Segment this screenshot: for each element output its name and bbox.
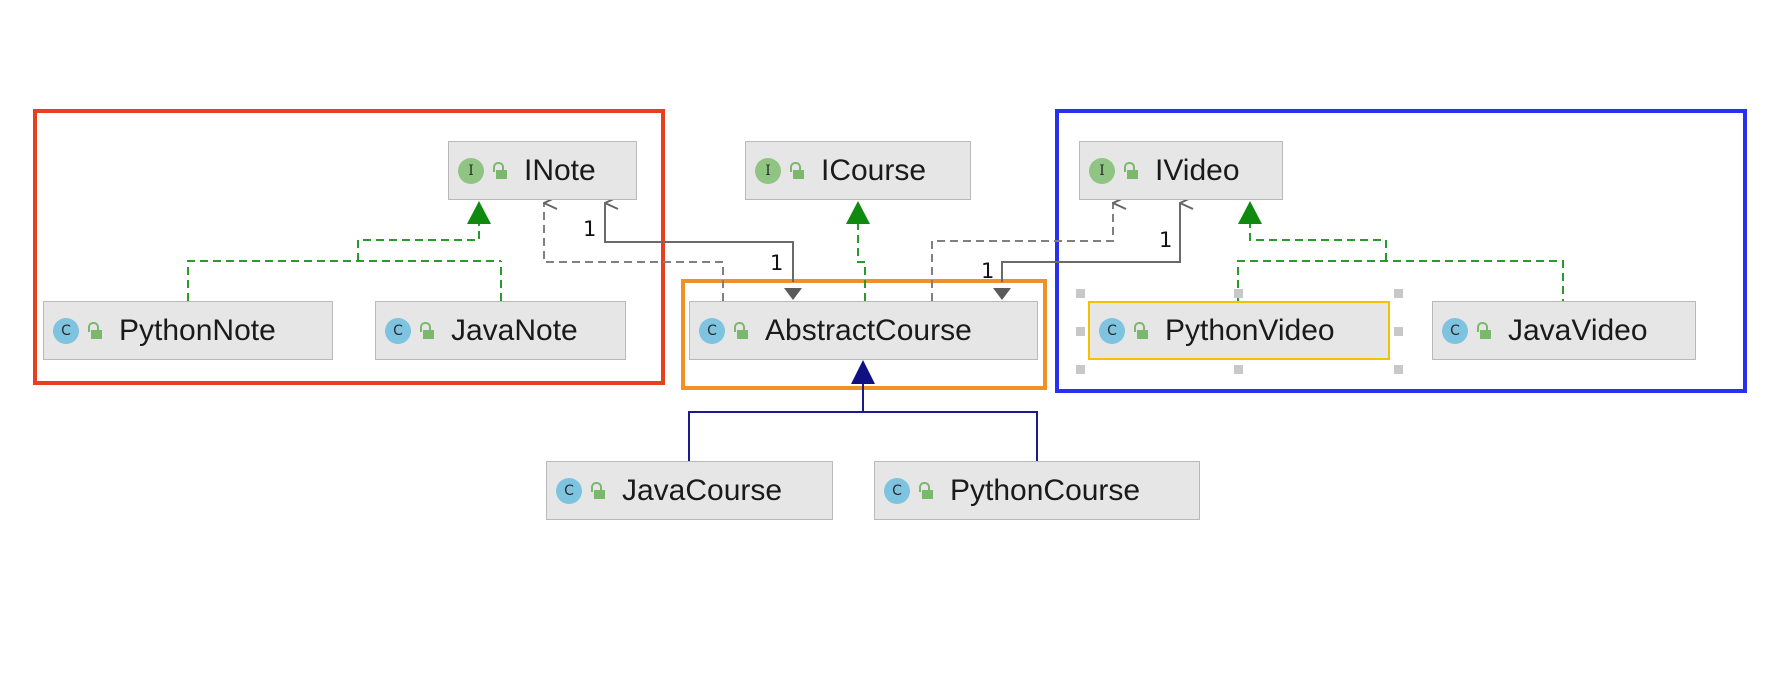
realization-arrowhead-icourse: [846, 201, 870, 224]
interface-icon: I: [755, 157, 781, 184]
node-label-python-course: PythonCourse: [950, 473, 1141, 507]
realization-videos-to-ivideo[interactable]: [1237, 222, 1564, 301]
realization-arrowhead-ivideo: [1238, 201, 1262, 224]
interface-icourse[interactable]: I ICourse: [745, 141, 971, 200]
class-icon: C: [699, 317, 725, 344]
multiplicity-inote-end: 1: [583, 217, 597, 241]
selection-handle-bottom-right[interactable]: [1394, 365, 1403, 374]
selection-handle-middle-left[interactable]: [1076, 327, 1085, 336]
node-label-inote: INote: [524, 153, 596, 187]
class-java-course[interactable]: C JavaCourse: [546, 461, 833, 520]
public-lock-icon: [1123, 161, 1139, 180]
realization-notes-to-inote[interactable]: [187, 222, 502, 301]
public-lock-icon: [789, 161, 805, 180]
class-icon: C: [53, 317, 79, 344]
public-lock-icon: [590, 481, 606, 500]
node-label-java-note: JavaNote: [451, 313, 578, 347]
association-abstract-to-inote[interactable]: [604, 203, 794, 282]
public-lock-icon: [733, 321, 749, 340]
class-java-note[interactable]: C JavaNote: [375, 301, 626, 360]
association-abstract-to-ivideo[interactable]: [1001, 203, 1180, 282]
generalization-courses-to-abstract[interactable]: [688, 383, 1038, 461]
selection-handle-top-left[interactable]: [1076, 289, 1085, 298]
class-python-course[interactable]: C PythonCourse: [874, 461, 1200, 520]
interface-inote[interactable]: I INote: [448, 141, 637, 200]
interface-icon: I: [1089, 157, 1115, 184]
class-icon: C: [385, 317, 411, 344]
class-java-video[interactable]: C JavaVideo: [1432, 301, 1696, 360]
dependency-abstract-to-ivideo[interactable]: [931, 203, 1113, 301]
node-label-java-video: JavaVideo: [1508, 313, 1648, 347]
multiplicity-ivideo-end: 1: [1159, 228, 1173, 252]
interface-icon: I: [458, 157, 484, 184]
class-python-note[interactable]: C PythonNote: [43, 301, 333, 360]
public-lock-icon: [87, 321, 103, 340]
multiplicity-abstract-right-end: 1: [981, 259, 995, 283]
node-label-icourse: ICourse: [821, 153, 927, 187]
public-lock-icon: [492, 161, 508, 180]
group-box-videos[interactable]: [1055, 109, 1747, 393]
class-icon: C: [884, 477, 910, 504]
public-lock-icon: [1476, 321, 1492, 340]
association-diamond-right: [993, 288, 1011, 300]
class-python-video[interactable]: C PythonVideo: [1088, 301, 1390, 360]
selection-handle-top-middle[interactable]: [1234, 289, 1243, 298]
group-box-notes[interactable]: [33, 109, 665, 385]
association-diamond-left: [784, 288, 802, 300]
generalization-arrowhead-abstract: [851, 360, 875, 384]
node-label-python-note: PythonNote: [119, 313, 276, 347]
node-label-java-course: JavaCourse: [622, 473, 783, 507]
realization-arrowhead-inote: [467, 201, 491, 224]
class-icon: C: [556, 477, 582, 504]
selection-handle-bottom-left[interactable]: [1076, 365, 1085, 374]
class-icon: C: [1442, 317, 1468, 344]
selection-handle-middle-right[interactable]: [1394, 327, 1403, 336]
public-lock-icon: [1133, 321, 1149, 340]
class-icon: C: [1099, 317, 1125, 344]
public-lock-icon: [918, 481, 934, 500]
realization-abstract-to-icourse[interactable]: [857, 224, 866, 301]
dependency-abstract-to-inote[interactable]: [543, 203, 724, 301]
multiplicity-abstract-left-end: 1: [770, 251, 784, 275]
class-abstract-course[interactable]: C AbstractCourse: [689, 301, 1038, 360]
selection-handle-bottom-middle[interactable]: [1234, 365, 1243, 374]
node-label-python-video: PythonVideo: [1165, 313, 1335, 347]
public-lock-icon: [419, 321, 435, 340]
node-label-ivideo: IVideo: [1155, 153, 1240, 187]
node-label-abstract-course: AbstractCourse: [765, 313, 972, 347]
interface-ivideo[interactable]: I IVideo: [1079, 141, 1283, 200]
selection-handle-top-right[interactable]: [1394, 289, 1403, 298]
